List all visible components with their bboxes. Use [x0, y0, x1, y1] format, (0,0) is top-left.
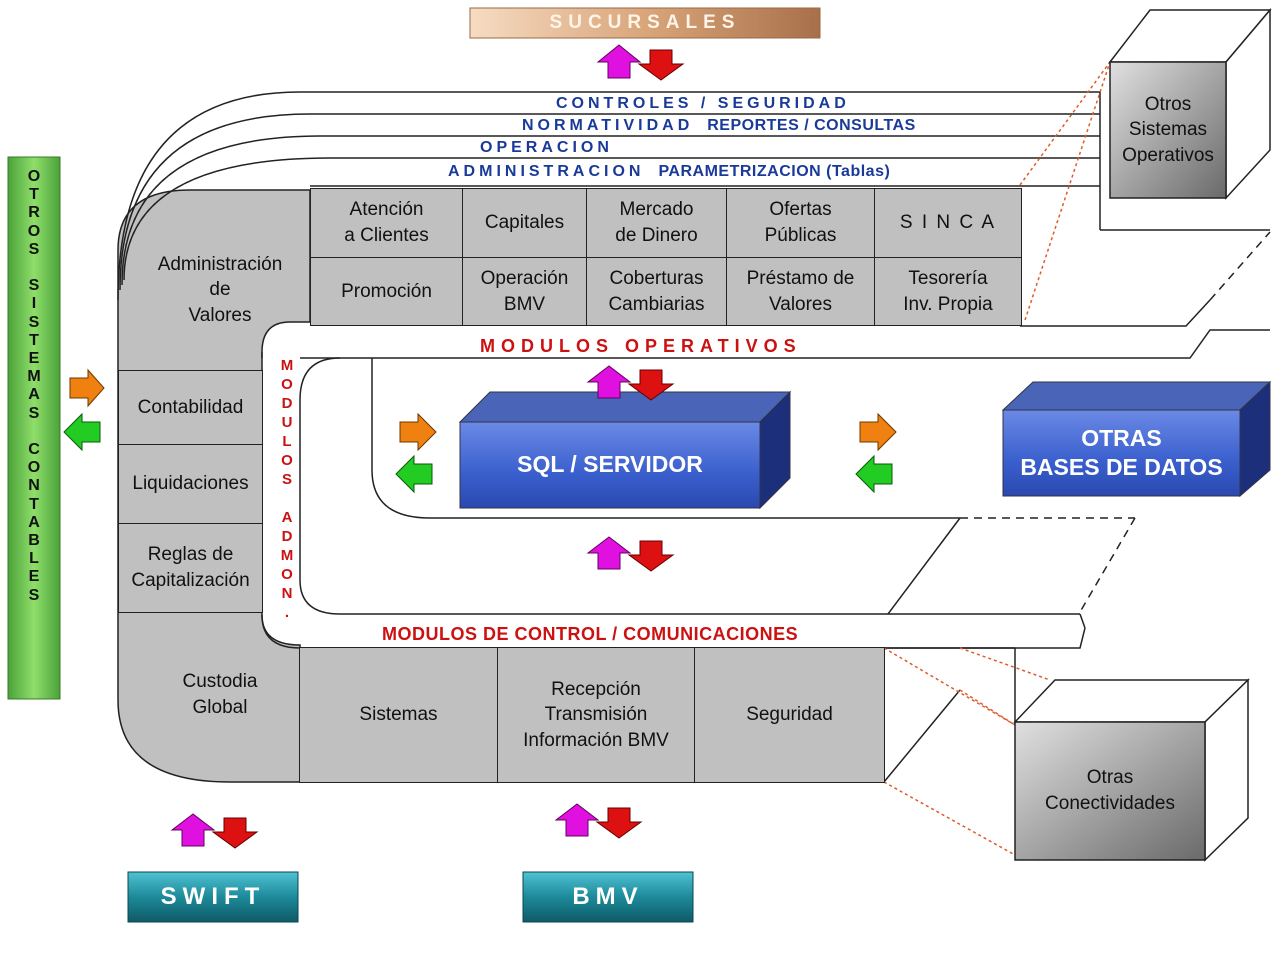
lane-modulos-operativos: MODULOS OPERATIVOS	[480, 336, 802, 356]
module-atencion-clientes: Atención a Clientes	[310, 188, 463, 258]
vertical-letter	[32, 259, 36, 277]
bmv-label: BMV	[572, 883, 644, 910]
module-sistemas: Sistemas	[299, 647, 498, 783]
swift-label: SWIFT	[160, 883, 266, 910]
lane-administracion-sub: PARAMETRIZACION (Tablas)	[658, 163, 891, 180]
module-reglas-capitalizacion: Reglas de Capitalización	[118, 523, 263, 613]
module-prestamo-valores: Préstamo de Valores	[726, 257, 875, 326]
otros-sistemas-contables-bar	[7, 156, 61, 700]
vertical-letter: R	[28, 204, 40, 222]
lane-modulos-control: MODULOS DE CONTROL / COMUNICACIONES	[382, 624, 799, 644]
vertical-letter: D	[281, 395, 293, 412]
module-seguridad: Seguridad	[694, 647, 885, 783]
vertical-letter: A	[281, 509, 293, 526]
vertical-letter: B	[28, 532, 40, 550]
vertical-letter: L	[282, 433, 292, 450]
vertical-letter: S	[28, 586, 40, 604]
lane-normatividad-main: NORMATIVIDAD	[522, 117, 694, 134]
vertical-letter: A	[28, 386, 40, 404]
vertical-letter: .	[284, 604, 290, 621]
vertical-letter	[285, 489, 289, 508]
module-capitales: Capitales	[462, 188, 587, 258]
vertical-letter: T	[29, 186, 39, 204]
vertical-letter: L	[29, 550, 39, 568]
vertical-letter: T	[29, 495, 39, 513]
sucursales-label: SUCURSALES	[549, 12, 741, 33]
swift-bar	[127, 871, 299, 923]
vertical-letter: S	[28, 277, 40, 295]
arrow-pair-swift-icon	[170, 813, 259, 849]
module-liquidaciones: Liquidaciones	[118, 444, 263, 524]
vertical-letter: C	[28, 441, 40, 459]
vertical-letter: O	[281, 566, 293, 583]
module-promocion: Promoción	[310, 257, 463, 326]
vertical-letter: M	[27, 368, 41, 386]
vertical-letter: M	[280, 547, 294, 564]
otras-bases-label: OTRAS BASES DE DATOS	[1020, 425, 1223, 480]
lane-administracion-main: ADMINISTRACION	[448, 163, 645, 180]
vertical-letter: O	[281, 452, 293, 469]
vertical-letter: S	[28, 240, 40, 258]
module-operacion-bmv: Operación BMV	[462, 257, 587, 326]
module-ofertas-publicas: Ofertas Públicas	[726, 188, 875, 258]
otros-sistemas-operativos-label: Otros Sistemas Operativos	[1122, 93, 1214, 166]
vertical-letter: A	[28, 513, 40, 531]
otras-bases-box	[1001, 380, 1272, 498]
lane-controles: CONTROLES / SEGURIDAD	[556, 95, 850, 112]
arrow-pair-operativos-icon	[586, 365, 675, 401]
otras-conectividades-box	[1013, 678, 1250, 862]
module-custodia-global: Custodia Global	[182, 671, 258, 718]
lane-administracion: ADMINISTRACION PARAMETRIZACION (Tablas)	[448, 163, 890, 181]
vertical-letter: O	[281, 376, 293, 393]
vertical-letter: I	[31, 295, 37, 313]
otras-conectividades-label: Otras Conectividades	[1045, 767, 1175, 814]
vertical-letter: O	[27, 222, 41, 240]
sql-servidor-box	[458, 390, 792, 510]
module-sinca: S I N C A	[874, 188, 1022, 258]
sql-servidor-label: SQL / SERVIDOR	[517, 451, 703, 478]
vertical-letter: S	[28, 313, 40, 331]
sucursales-bar	[469, 7, 821, 39]
vertical-letter: E	[28, 350, 40, 368]
vertical-letter: S	[281, 471, 292, 488]
module-tesoreria: Tesorería Inv. Propia	[874, 257, 1022, 326]
bmv-bar	[522, 871, 694, 923]
module-contabilidad: Contabilidad	[118, 370, 263, 445]
module-coberturas-cambiarias: Coberturas Cambiarias	[586, 257, 727, 326]
vertical-letter: E	[28, 568, 40, 586]
vertical-letter: S	[28, 404, 40, 422]
vertical-letter: N	[281, 585, 293, 602]
lane-normatividad-sub: REPORTES / CONSULTAS	[707, 117, 916, 134]
arrow-pair-bmv-icon	[554, 803, 643, 839]
vertical-letter	[32, 423, 36, 441]
lane-lines	[117, 91, 1271, 783]
otros-sistemas-operativos-box	[1108, 7, 1272, 200]
vertical-letter: M	[280, 357, 294, 374]
vertical-letter: U	[281, 414, 293, 431]
arrow-pair-sql-left-icon	[395, 412, 437, 494]
module-recepcion-transmision: Recepción Transmisión Información BMV	[497, 647, 695, 783]
arrow-pair-contables-icon	[63, 368, 105, 452]
vertical-letter: O	[27, 459, 41, 477]
vertical-letter: N	[28, 477, 40, 495]
module-administracion-valores: Administración de Valores	[157, 253, 283, 326]
arrow-pair-middle-icon	[586, 536, 675, 572]
dotted-connectors	[883, 61, 1111, 856]
vertical-letter: T	[29, 331, 39, 349]
arrow-pair-sucursales-icon	[596, 44, 685, 81]
arrow-pair-sql-right-icon	[855, 412, 897, 494]
lane-normatividad: NORMATIVIDAD REPORTES / CONSULTAS	[522, 117, 916, 135]
vertical-letter: O	[27, 168, 41, 185]
lane-operacion: OPERACION	[480, 139, 613, 156]
module-mercado-dinero: Mercado de Dinero	[586, 188, 727, 258]
vertical-letter: D	[281, 528, 293, 545]
